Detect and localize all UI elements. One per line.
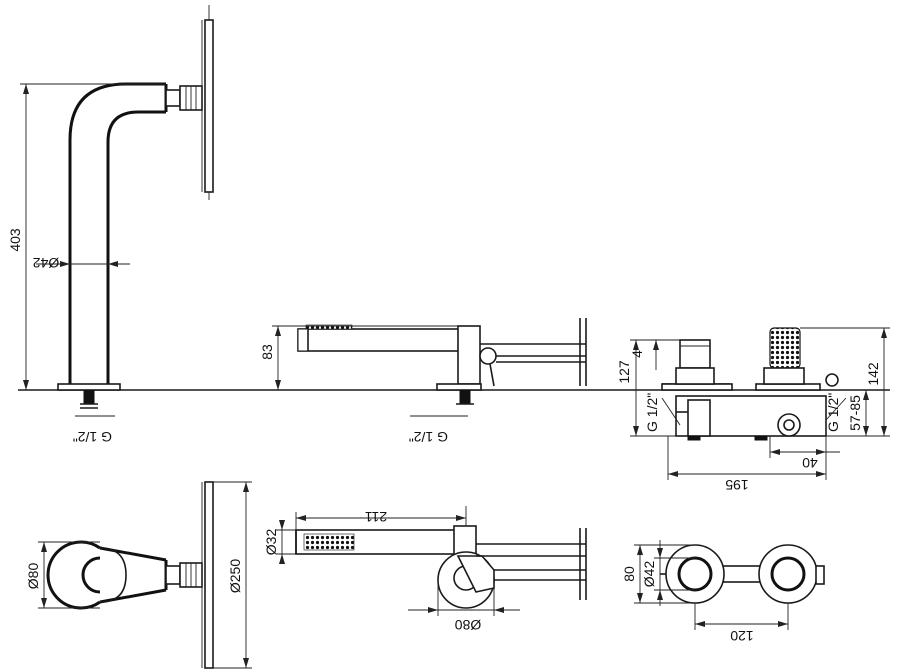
- dim-rosette-spacing: [694, 603, 789, 630]
- label-mixer-total: 142: [865, 362, 881, 386]
- spout-top: [295, 525, 587, 609]
- label-spout-thread: G 1/2": [409, 429, 448, 445]
- leader-mixer-right-thread: [825, 397, 847, 421]
- dim-tower-diameter: [36, 261, 130, 267]
- dim-mixer-offset: [769, 436, 840, 458]
- mixer-front: [661, 327, 839, 441]
- dim-top-tower-diameter: [38, 541, 100, 609]
- label-mixer-height: 127: [616, 360, 632, 384]
- label-handshower-length: 211: [365, 509, 388, 525]
- dim-rosette-inner: [654, 540, 695, 606]
- label-mixer-offset: 40: [802, 455, 818, 471]
- leader-mixer-left-thread: [661, 397, 681, 426]
- shower-tower-front: [57, 5, 214, 409]
- dim-handshower-length: [295, 506, 467, 530]
- spout-front: [297, 318, 587, 405]
- mixer-top: [660, 544, 825, 604]
- label-handshower-diameter: Ø32: [263, 529, 279, 556]
- dim-rosette-outer: [634, 544, 695, 604]
- shower-tower-top: [46, 481, 214, 669]
- dim-mixer-depth: [863, 390, 869, 436]
- label-head-diameter: Ø250: [227, 559, 243, 593]
- dim-head-diameter: [213, 481, 252, 669]
- label-mixer-width: 195: [725, 477, 749, 493]
- dim-mixer-total: [800, 327, 890, 437]
- label-top-tower-diameter: Ø80: [25, 563, 41, 590]
- dim-mixer-width: [667, 436, 827, 480]
- dim-handshower-diameter: [276, 520, 296, 564]
- label-rosette-inner: Ø42: [641, 561, 657, 588]
- dim-mixer-cap: [653, 340, 659, 370]
- label-rosette-spacing: 120: [730, 628, 754, 644]
- label-mixer-right-thread: G 1/2": [825, 393, 841, 432]
- dim-holder-diameter: [408, 580, 520, 616]
- label-tower-diameter: Ø42: [33, 255, 60, 271]
- label-rosette-outer: 80: [621, 566, 637, 582]
- label-mixer-left-thread: G 1/2": [644, 393, 660, 432]
- dim-spout-height: [272, 325, 458, 390]
- label-mixer-depth: 57-85: [847, 395, 863, 431]
- label-spout-height: 83: [259, 344, 275, 360]
- label-mixer-cap: 4: [629, 350, 645, 358]
- label-holder-diameter: Ø80: [455, 617, 482, 633]
- label-tower-thread: G 1/2": [73, 429, 112, 445]
- label-tower-height: 403: [7, 228, 23, 252]
- dim-tower-height: [20, 83, 166, 390]
